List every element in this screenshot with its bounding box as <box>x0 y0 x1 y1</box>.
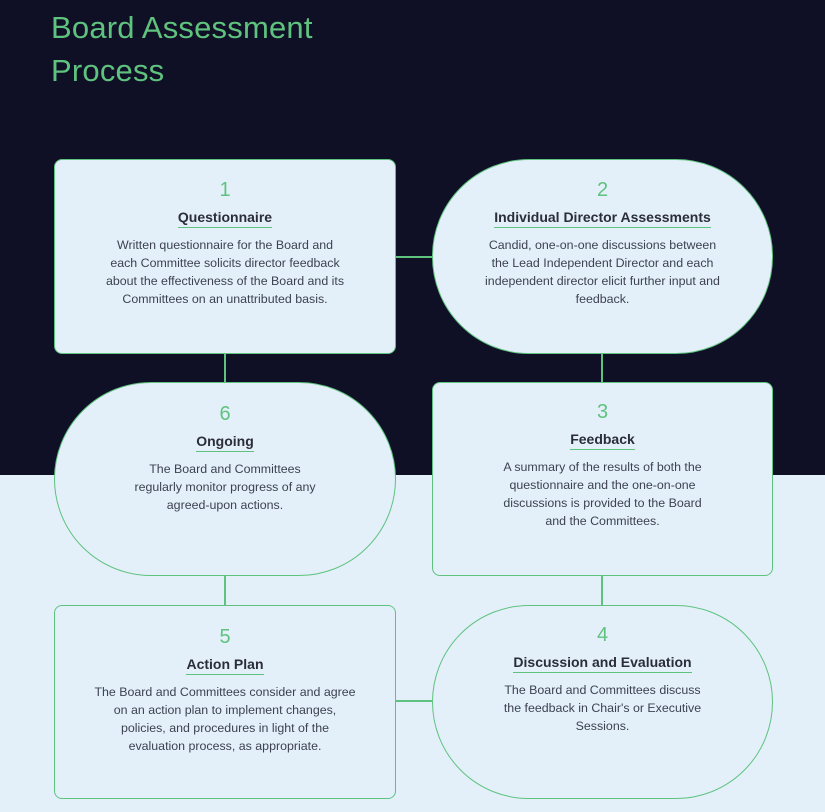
connector-4-5 <box>396 700 432 702</box>
connector-1-2 <box>396 256 432 258</box>
step-label: Feedback <box>570 431 635 450</box>
step-description: The Board and Committees discuss the fee… <box>503 683 702 733</box>
step-number: 1 <box>219 179 231 201</box>
step-card-1: 1 Questionnaire Written questionnaire fo… <box>54 159 396 354</box>
step-label: Individual Director Assessments <box>494 209 711 228</box>
page-title: Board Assessment Process <box>51 10 313 88</box>
step-card-2: 2 Individual Director Assessments Candid… <box>432 159 773 354</box>
step-card-5: 5 Action Plan The Board and Committees c… <box>54 605 396 799</box>
step-label: Questionnaire <box>177 209 273 228</box>
connector-3-4 <box>601 576 603 605</box>
step-description: Written questionnaire for the Board and … <box>105 238 345 306</box>
step-number: 4 <box>596 624 609 646</box>
step-number: 2 <box>596 179 609 201</box>
connector-5-6 <box>224 576 226 605</box>
step-number: 3 <box>596 401 609 423</box>
step-label: Discussion and Evaluation <box>513 654 692 673</box>
step-number: 5 <box>219 626 231 648</box>
step-card-4: 4 Discussion and Evaluation The Board an… <box>432 605 773 799</box>
step-description: The Board and Committees regularly monit… <box>134 462 316 512</box>
step-description: Candid, one-on-one discussions between t… <box>485 238 720 306</box>
step-label: Ongoing <box>196 433 254 452</box>
step-label: Action Plan <box>186 656 264 675</box>
step-card-6: 6 Ongoing The Board and Committees regul… <box>54 382 396 576</box>
step-description: A summary of the results of both the que… <box>503 460 702 528</box>
step-number: 6 <box>219 403 231 425</box>
step-card-3: 3 Feedback A summary of the results of b… <box>432 382 773 576</box>
step-description: The Board and Committees consider and ag… <box>94 685 356 753</box>
connector-6-1 <box>224 354 226 382</box>
connector-2-3 <box>601 354 603 382</box>
